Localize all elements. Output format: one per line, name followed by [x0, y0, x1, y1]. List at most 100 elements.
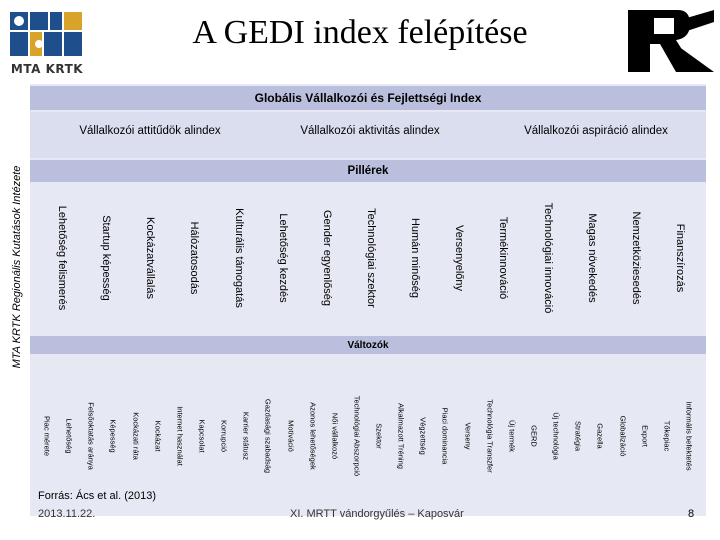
pillar-item: Kockázatvállalás: [128, 184, 172, 332]
pillar-item: Termékinnováció: [481, 184, 525, 332]
variable-item: Verseny: [457, 356, 479, 516]
logo-text: MTA KRTK: [10, 62, 84, 76]
pillar-item: Technológiai innováció: [525, 184, 569, 332]
page-number: 8: [688, 508, 695, 520]
variable-item: Női vállalkozó: [324, 356, 346, 516]
mta-krtk-logo: MTA KRTK: [8, 8, 86, 78]
variable-label: Informális befektetés: [684, 401, 694, 471]
pillar-item: Kulturális támogatás: [217, 184, 261, 332]
variable-label: Kockázat: [153, 420, 163, 452]
variable-label: Végzettség: [418, 417, 428, 455]
variable-label: Felsőoktatás aránya: [86, 402, 96, 470]
variable-item: Kapcsolat: [191, 356, 213, 516]
variables-bar: Változók: [30, 336, 706, 354]
pillars-bar: Pillérek: [30, 160, 706, 182]
variable-item: Korrupció: [213, 356, 235, 516]
variable-item: Karrier státusz: [235, 356, 257, 516]
variable-item: Technológiai Abszorpció: [346, 356, 368, 516]
variable-label: Szektor: [374, 423, 384, 449]
pillar-item: Hálózatosodás: [172, 184, 216, 332]
pillar-label: Lehetőség felismerés: [56, 205, 69, 311]
source-text: Forrás: Ács et al. (2013): [38, 490, 156, 502]
variable-label: Női vállalkozó: [330, 412, 340, 460]
rk-logo: [626, 6, 718, 76]
pillar-label: Technológiai innováció: [541, 202, 554, 314]
pillar-label: Nemzetköziesedés: [629, 211, 642, 305]
variable-label: Alkalmazott Tréning: [396, 403, 406, 469]
pillar-item: Startup képesség: [84, 184, 128, 332]
page-title: A GEDI index felépítése: [192, 14, 528, 51]
variable-item: Új technológia: [545, 356, 567, 516]
variable-item: Piaci dominancia: [434, 356, 456, 516]
pillar-label: Humán minőség: [409, 217, 422, 299]
variable-label: Verseny: [463, 422, 473, 450]
date-text: 2013.11.22.: [38, 508, 96, 520]
pillar-label: Kulturális támogatás: [232, 208, 245, 308]
institute-side-label: MTA KRTK Regionális Kutatások Intézete: [11, 165, 23, 369]
subindex-aspiration: Vállalkozói aspiráció alindex: [524, 125, 668, 137]
variable-label: Technológiai Abszorpció: [352, 395, 362, 477]
gedi-title: Globális Vállalkozói és Fejlettségi Inde…: [254, 91, 482, 105]
variable-label: Azonos lehetőségek: [308, 402, 318, 470]
variables-label: Változók: [347, 339, 389, 351]
pillar-label: Lehetőség kezdés: [276, 213, 289, 303]
pillars-label: Pillérek: [347, 165, 389, 177]
variable-label: Korrupció: [219, 419, 229, 453]
variable-label: Gazella: [595, 423, 605, 449]
pillar-item: Versenyelőny: [437, 184, 481, 332]
pillar-label: Gender egyenlőség: [320, 209, 333, 307]
pillar-item: Lehetőség kezdés: [261, 184, 305, 332]
variable-item: Szektor: [368, 356, 390, 516]
variable-item: Export: [634, 356, 656, 516]
logo-squares-icon: [10, 12, 82, 56]
variable-item: Tőkepiac: [656, 356, 678, 516]
pillar-item: Humán minőség: [393, 184, 437, 332]
variable-item: GERD: [523, 356, 545, 516]
pillar-item: Lehetőség felismerés: [40, 184, 84, 332]
pillar-item: Gender egyenlőség: [305, 184, 349, 332]
variable-label: Technológia Transzfer: [485, 399, 495, 473]
variable-label: Kockázati ráta: [131, 412, 141, 460]
variable-label: Internet használat: [175, 406, 185, 466]
variable-item: Végzettség: [412, 356, 434, 516]
variable-label: Stratégia: [573, 420, 583, 452]
subindex-activity: Vállalkozói aktivitás alindex: [300, 125, 440, 137]
variable-label: Képesség: [108, 419, 118, 453]
variable-item: Stratégia: [567, 356, 589, 516]
pillar-item: Magas növekedés: [570, 184, 614, 332]
pillar-label: Startup képesség: [100, 215, 113, 301]
variable-label: Új technológia: [551, 412, 561, 460]
variable-item: Informális befektetés: [678, 356, 700, 516]
variable-item: Azonos lehetőségek: [302, 356, 324, 516]
variable-item: Gazella: [589, 356, 611, 516]
variable-label: Karrier státusz: [241, 411, 251, 461]
pillar-label: Kockázatvállalás: [144, 217, 157, 299]
pillar-label: Hálózatosodás: [188, 221, 201, 295]
variable-label: GERD: [529, 425, 539, 447]
variable-label: Gazdasági szabadság: [263, 398, 273, 474]
variable-label: Új termék: [507, 419, 517, 453]
variable-label: Tőkepiac: [662, 420, 672, 452]
variable-label: Piaci dominancia: [440, 407, 450, 465]
pillar-item: Finanszírozás: [658, 184, 702, 332]
subindex-attitudes: Vállalkozói attitűdök alindex: [79, 125, 221, 137]
gedi-title-bar: Globális Vállalkozói és Fejlettségi Inde…: [30, 86, 706, 110]
variable-label: Globalizáció: [618, 415, 628, 457]
variable-item: Alkalmazott Tréning: [390, 356, 412, 516]
pillar-item: Technológiai szektor: [349, 184, 393, 332]
pillar-item: Nemzetköziesedés: [614, 184, 658, 332]
variable-item: Globalizáció: [611, 356, 633, 516]
variable-label: Piac mérete: [42, 415, 52, 457]
variable-label: Export: [640, 425, 650, 447]
event-text: XI. MRTT vándorgyűlés – Kaposvár: [290, 508, 464, 520]
variable-item: Új termék: [501, 356, 523, 516]
pillar-label: Magas növekedés: [585, 213, 598, 303]
rk-logo-icon: [628, 10, 714, 72]
variable-item: Motiváció: [279, 356, 301, 516]
subindex-row: [30, 112, 706, 158]
pillar-label: Finanszírozás: [673, 223, 686, 293]
variable-label: Kapcsolat: [197, 419, 207, 453]
variable-item: Internet használat: [169, 356, 191, 516]
variable-item: Technológia Transzfer: [479, 356, 501, 516]
pillar-label: Versenyelőny: [453, 224, 466, 292]
